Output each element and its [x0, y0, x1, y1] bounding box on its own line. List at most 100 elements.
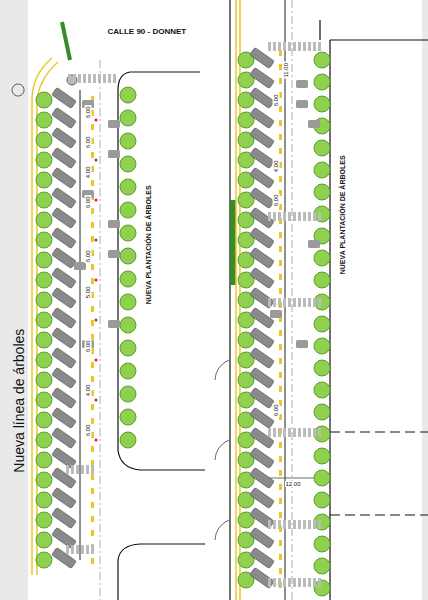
crosswalk-stripe [71, 465, 74, 474]
tree [120, 248, 136, 264]
parked-car [250, 347, 275, 368]
plan-label: 6.00 [85, 195, 92, 209]
parked-car [250, 187, 275, 208]
yellow-dash [91, 306, 94, 312]
tree [314, 470, 330, 486]
plan-label: NUEVA PLANTACIÓN DE ÁRBOLES [338, 155, 346, 274]
sign-box [108, 250, 120, 258]
sign-box [308, 120, 320, 128]
crosswalk-stripe [283, 520, 286, 529]
tree [120, 133, 136, 149]
yellow-dash [279, 134, 282, 140]
parked-car [250, 227, 275, 248]
crosswalk-stripe [293, 578, 296, 587]
parked-car [52, 307, 77, 328]
parked-car [52, 207, 77, 228]
tree [314, 206, 330, 222]
yellow-dash [91, 530, 94, 536]
crosswalk-stripe [113, 74, 116, 83]
yellow-dash [279, 232, 282, 238]
crosswalk-stripe [278, 212, 281, 221]
crosswalk-stripe [318, 42, 321, 51]
tree [314, 294, 330, 310]
parked-car [52, 287, 77, 308]
sign-box [108, 120, 120, 128]
parked-car [250, 547, 275, 568]
tree [314, 52, 330, 68]
street-title: CALLE 90 - DONNET [108, 28, 187, 37]
crosswalk-stripe [303, 520, 306, 529]
crosswalk-stripe [303, 298, 306, 307]
tree [314, 536, 330, 552]
tree [36, 112, 52, 128]
sign-box [296, 80, 308, 88]
yellow-dash [279, 274, 282, 280]
tree [314, 448, 330, 464]
crosswalk-stripe [68, 74, 71, 83]
tree [36, 252, 52, 268]
crosswalk-stripe [293, 428, 296, 437]
parked-car [52, 327, 77, 348]
crosswalk-stripe [91, 465, 94, 474]
arc [215, 360, 229, 540]
tree [36, 392, 52, 408]
yellow-dash [279, 92, 282, 98]
sign-box [108, 150, 120, 158]
crosswalk-stripe [268, 42, 271, 51]
crosswalk-stripe [66, 465, 69, 474]
tree [314, 580, 330, 596]
sign-box [296, 100, 308, 108]
yellow-dash [279, 442, 282, 448]
crosswalk-stripe [273, 212, 276, 221]
green-strip [62, 22, 70, 60]
plan-label: 4.00 [85, 383, 92, 397]
crosswalk-stripe [76, 545, 79, 554]
tree [36, 212, 52, 228]
crosswalk-stripe [313, 42, 316, 51]
crosswalk-stripe [293, 298, 296, 307]
crosswalk-stripe [288, 520, 291, 529]
sheet [28, 0, 422, 600]
tree [120, 156, 136, 172]
tree [36, 292, 52, 308]
crosswalk-stripe [78, 74, 81, 83]
yellow-dash [91, 138, 94, 144]
yellow-dash [279, 554, 282, 560]
marker-dot [95, 399, 98, 402]
plan-label: 5.00 [85, 285, 92, 299]
parked-car [52, 367, 77, 388]
parked-car [52, 167, 77, 188]
tree [120, 271, 136, 287]
marker-dot [95, 159, 98, 162]
yellow-dash [279, 498, 282, 504]
parked-car [52, 227, 77, 248]
green-strip [230, 200, 236, 285]
yellow-dash [91, 250, 94, 256]
tree [314, 514, 330, 530]
crosswalk-stripe [273, 520, 276, 529]
tree [314, 272, 330, 288]
tree [120, 340, 136, 356]
tree [314, 360, 330, 376]
crosswalk-stripe [288, 298, 291, 307]
yellow-dash [279, 148, 282, 154]
crosswalk-stripe [308, 428, 311, 437]
marker-dot [95, 239, 98, 242]
crosswalk-stripe [313, 520, 316, 529]
crosswalk-stripe [288, 428, 291, 437]
center-line [292, 0, 293, 600]
parked-car [250, 287, 275, 308]
tree [120, 363, 136, 379]
marker-dot [95, 359, 98, 362]
marker-dot [95, 319, 98, 322]
parked-car [52, 127, 77, 148]
tree [314, 404, 330, 420]
yellow-dash [279, 78, 282, 84]
parked-car [52, 187, 77, 208]
tree [36, 512, 52, 528]
parked-car [250, 127, 275, 148]
yellow-dash [279, 330, 282, 336]
tree [314, 492, 330, 508]
parked-car [250, 527, 275, 548]
yellow-dash [91, 166, 94, 172]
